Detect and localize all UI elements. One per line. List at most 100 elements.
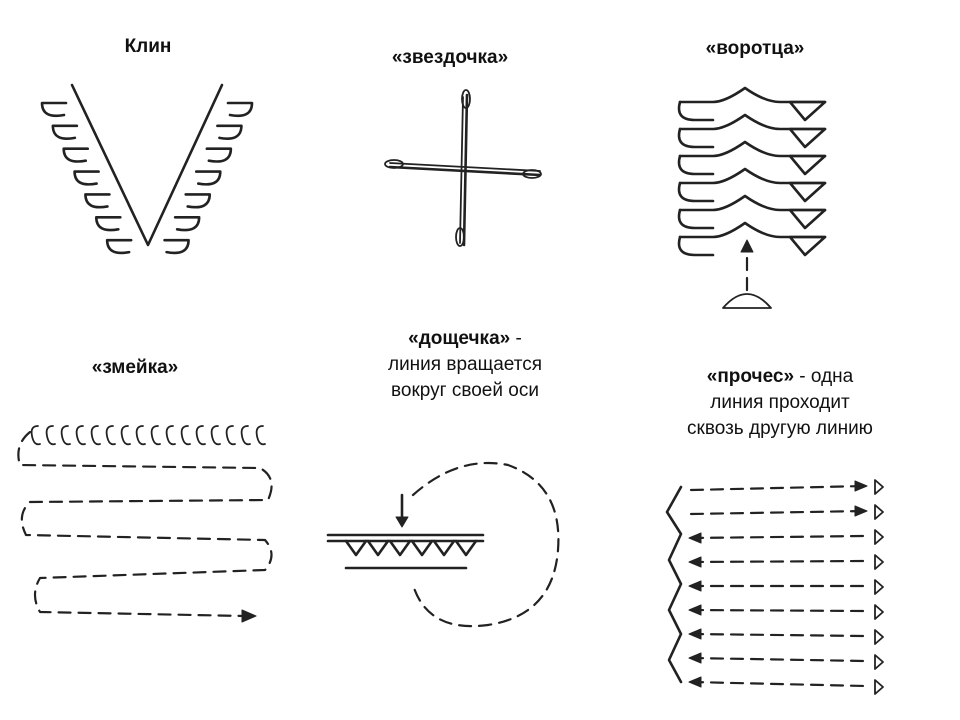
vorottsa-left-loop xyxy=(677,208,715,230)
klin-right-loop xyxy=(226,101,254,118)
klin-left-loop xyxy=(51,124,79,140)
proches-diagram xyxy=(665,479,884,695)
vorottsa-wave xyxy=(678,194,827,212)
klin-right-loop xyxy=(205,147,233,163)
doshchechka-diagram xyxy=(326,461,560,628)
doshchechka-tooth xyxy=(410,539,434,557)
caption-doshchechka-title: «дощечка» xyxy=(408,328,511,349)
vorottsa-left-loop xyxy=(677,181,715,203)
proches-line xyxy=(689,608,867,613)
proches-arrow xyxy=(688,532,702,544)
caption-proches-line2: линия проходит xyxy=(710,392,850,413)
vorottsa-wave xyxy=(678,86,827,104)
proches-line xyxy=(689,534,867,540)
klin-right-loop xyxy=(184,193,212,209)
doshchechka-tooth xyxy=(432,539,456,557)
vorottsa-wave xyxy=(678,113,827,131)
doshchechka-tooth xyxy=(388,539,412,557)
caption-doshchechka-dash: - xyxy=(510,328,522,349)
doshchechka-tooth xyxy=(366,539,390,557)
klin-right-loop xyxy=(163,238,190,255)
vorottsa-left-loop xyxy=(677,235,715,257)
vorottsa-left-loop xyxy=(677,127,715,149)
zmeyka-loop xyxy=(135,425,146,446)
proches-arrow xyxy=(688,652,702,664)
vorottsa-wave xyxy=(678,140,827,158)
zvezdochka-left-loop xyxy=(384,159,404,169)
proches-line xyxy=(689,680,867,688)
proches-end-loop xyxy=(874,604,884,620)
proches-line xyxy=(689,509,867,516)
proches-arrow xyxy=(688,556,702,568)
doshchechka-tooth xyxy=(454,539,478,557)
proches-arrow xyxy=(688,604,702,616)
proches-end-loop xyxy=(874,679,884,695)
zmeyka-loop xyxy=(90,425,101,446)
klin-left-loop xyxy=(105,238,133,255)
vorottsa-left-loop xyxy=(677,154,715,176)
klin-left-loop xyxy=(62,147,90,163)
doshchechka-tooth xyxy=(344,539,368,557)
caption-doshchechka-line2: линия вращается xyxy=(387,354,542,375)
vorottsa-right-triangle xyxy=(788,235,827,257)
klin-left-loop xyxy=(94,215,122,232)
proches-arrow xyxy=(688,676,702,688)
proches-end-loop xyxy=(874,554,884,570)
zmeyka-loop xyxy=(180,425,191,446)
klin-right-loop xyxy=(216,124,243,140)
zmeyka-loop xyxy=(225,425,236,446)
vorottsa-right-triangle xyxy=(788,208,827,230)
proches-line xyxy=(689,484,867,492)
zmeyka-diagram xyxy=(17,425,273,623)
caption-vorottsa-title: «воротца» xyxy=(705,38,805,59)
proches-arrow xyxy=(688,628,702,640)
caption-zvezdochka: «звездочка» xyxy=(370,45,530,71)
klin-right-loops xyxy=(163,101,254,255)
caption-klin-title: Клин xyxy=(124,36,172,57)
doshchechka-teeth xyxy=(344,539,478,557)
proches-end-loop xyxy=(874,629,884,645)
klin-right-loop xyxy=(194,170,222,186)
klin-right-loop xyxy=(173,215,201,232)
proches-rows xyxy=(688,479,884,695)
klin-left-loop xyxy=(40,101,68,118)
proches-end-loop xyxy=(874,579,884,595)
vorottsa-right-triangle xyxy=(788,127,827,149)
caption-zmeyka: «змейка» xyxy=(70,355,200,381)
zvezdochka-right-loop xyxy=(522,169,542,179)
caption-zvezdochka-title: «звездочка» xyxy=(391,47,509,68)
caption-proches-rest: - одна xyxy=(794,366,854,387)
vorottsa-wave xyxy=(678,167,827,185)
zvezdochka-bottom-loop xyxy=(455,227,465,247)
vorottsa-start-loop xyxy=(722,293,772,309)
klin-diagram xyxy=(40,83,254,255)
caption-doshchechka: «дощечка» - линия вращается вокруг своей… xyxy=(360,326,570,404)
proches-arrow xyxy=(854,480,868,492)
vorottsa-wave xyxy=(678,221,827,239)
proches-line xyxy=(689,632,867,638)
klin-left-loops xyxy=(40,101,133,255)
zmeyka-loop xyxy=(165,425,176,446)
proches-arrow xyxy=(688,580,702,592)
caption-proches-line3: сквозь другую линию xyxy=(687,418,873,439)
proches-end-loop xyxy=(874,654,884,670)
proches-line xyxy=(689,559,867,564)
proches-line xyxy=(689,656,867,663)
zmeyka-loop xyxy=(255,425,266,446)
zvezdochka-top-loop xyxy=(461,89,471,109)
proches-arrow xyxy=(854,505,868,517)
caption-vorottsa: «воротца» xyxy=(690,36,820,62)
vorottsa-diagram xyxy=(677,86,827,309)
caption-klin: Клин xyxy=(108,34,188,60)
zvezdochka-diagram xyxy=(384,89,542,247)
vorottsa-left-loop xyxy=(677,100,715,122)
zmeyka-loop xyxy=(30,425,41,446)
caption-zmeyka-title: «змейка» xyxy=(91,357,179,378)
zmeyka-loops xyxy=(30,425,266,446)
zmeyka-loop xyxy=(210,425,221,446)
vorottsa-right-triangle xyxy=(788,181,827,203)
klin-left-loop xyxy=(84,193,111,209)
caption-proches-title: «прочес» xyxy=(706,366,795,387)
caption-proches: «прочес» - одна линия проходит сквозь др… xyxy=(660,364,900,442)
klin-left-loop xyxy=(73,170,100,186)
